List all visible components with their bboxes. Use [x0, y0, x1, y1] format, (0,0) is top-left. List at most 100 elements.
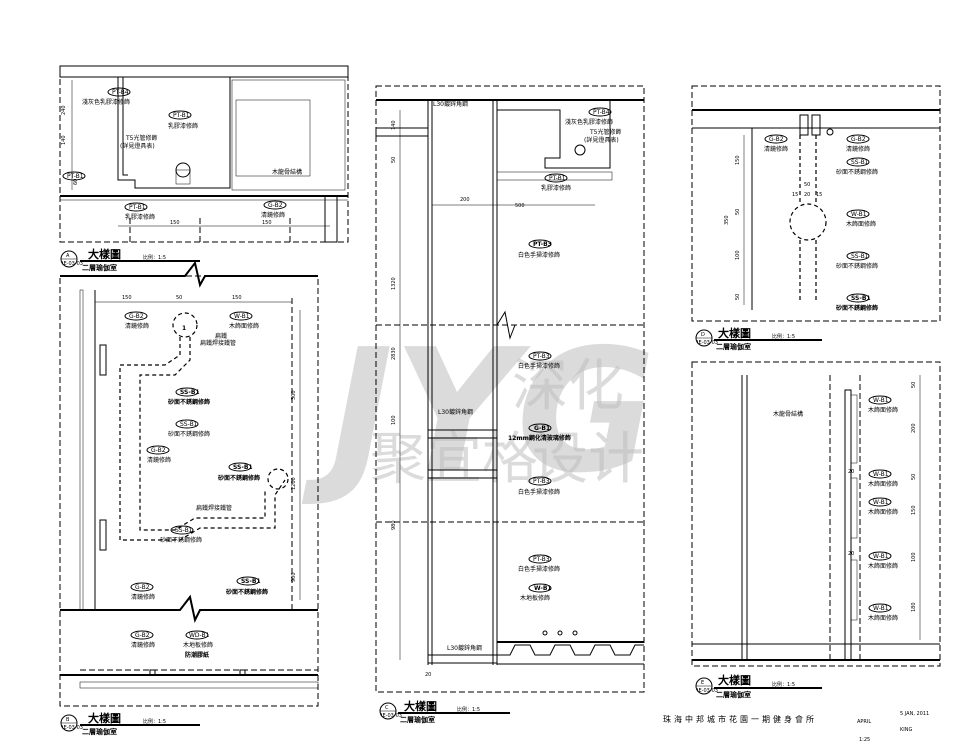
tag: SS-B1	[233, 464, 253, 471]
tag: W-B1	[873, 605, 889, 612]
panel-title: 大樣圖	[718, 326, 751, 340]
dim: 50	[176, 295, 182, 301]
dim: 100	[735, 250, 741, 260]
panel-subtitle: 二層瑜伽室	[82, 263, 117, 272]
label: 砂面不銹鋼修飾	[836, 168, 878, 176]
tag: SS-B1	[180, 389, 200, 396]
tag: PT-B3	[533, 353, 550, 360]
project-name: 珠海中邦城市花園一期健身會所	[663, 714, 817, 724]
dim: 150	[232, 295, 242, 301]
dim: 240	[61, 105, 67, 115]
label: 清鏡修飾	[131, 641, 155, 649]
watermark-cn-top: 深化	[512, 354, 624, 419]
label: 清鏡修飾	[846, 145, 870, 153]
dim: 140	[391, 120, 397, 130]
tag: PT-B1	[67, 173, 84, 180]
panel-marker: C	[385, 705, 389, 711]
label: 白色手掃漆修飾	[518, 251, 560, 259]
label: 砂面不銹鋼修飾	[160, 536, 202, 544]
tag: G-B2	[135, 584, 150, 591]
dim: 900	[291, 572, 297, 582]
panel-marker-ref: IE-03-03	[62, 261, 83, 267]
tag: W-B1	[873, 471, 889, 478]
tag: G-B1	[534, 425, 550, 432]
panel-marker: A	[66, 253, 70, 259]
tag: SS-B1	[851, 253, 869, 260]
dim: 50	[391, 157, 397, 163]
dim: 100	[391, 415, 397, 425]
panel-marker: B	[66, 717, 70, 723]
label: 木飾面修飾	[846, 220, 876, 228]
panel-scale: 比例：1:5	[457, 706, 480, 713]
panel-title: 大樣圖	[404, 699, 437, 713]
dim: 20	[848, 551, 854, 557]
dim: 50	[735, 209, 741, 215]
dim: 50	[804, 182, 810, 188]
label: 淺灰色乳膠漆修飾	[565, 118, 613, 126]
tag: SS-B1	[175, 527, 193, 534]
title-block: 珠海中邦城市花園一期健身會所 5 JAN, 2011 APRIL KING 1:…	[663, 711, 929, 743]
label: 12mm鋼化清玻璃修飾	[508, 434, 571, 442]
panel-a: 240 140 60 150 150 PT-B4 淺灰色乳膠漆修飾 PT-B1 …	[59, 65, 349, 272]
dim: 300	[291, 390, 297, 400]
label: 扁鐵	[215, 332, 227, 340]
panel-title: 大樣圖	[88, 247, 121, 261]
tag: W-B1	[873, 499, 889, 506]
tag: W-B1	[534, 585, 552, 592]
tag: G-B2	[129, 313, 144, 320]
dim: 980	[391, 520, 397, 530]
panel-scale: 比例：1:5	[143, 718, 166, 725]
tag: PT-B3	[533, 478, 550, 485]
tag: SS-B1	[851, 159, 869, 166]
drawn-by: KING	[900, 727, 912, 733]
month: APRIL	[857, 719, 871, 725]
dim: 150	[262, 220, 272, 226]
panel-marker-ref: IE-03-03	[697, 340, 718, 346]
tag: W-B1	[873, 397, 889, 404]
callout-number: 1	[182, 325, 186, 332]
label: 砂面不銹鋼修飾	[167, 398, 210, 406]
label: L30鍍鋅角鋼	[433, 100, 468, 108]
tag: PT-B3	[533, 556, 550, 563]
dim: 50	[911, 382, 917, 388]
label: 乳膠漆修飾	[168, 122, 198, 130]
label: 清鏡修飾	[125, 322, 149, 330]
tag: G-B2	[769, 136, 784, 143]
label: 白色手掃漆修飾	[518, 488, 560, 496]
dim: 200	[911, 423, 917, 433]
label: 砂面不銹鋼修飾	[836, 262, 878, 270]
panel-d: 150 350 50 100 50 50 15 20 15 G-B2 清鏡修飾 …	[691, 85, 941, 351]
tag: W-B1	[873, 553, 889, 560]
tag: PT-B1	[549, 175, 566, 182]
panel-c: 140 50 1320 2830 100 980 20 200 500 L30鍍…	[375, 85, 645, 724]
panel-scale: 比例：1:5	[772, 681, 795, 688]
label: 砂面不銹鋼修飾	[217, 474, 260, 482]
dim: 150	[735, 155, 741, 165]
label: 扁鐵焊接鐵管	[196, 504, 232, 512]
panel-subtitle: 二層瑜伽室	[716, 342, 751, 351]
panel-scale: 比例：1:5	[143, 254, 166, 261]
tag: SS-B1	[241, 578, 261, 585]
label: 砂面不銹鋼修飾	[168, 430, 210, 438]
dim: 2830	[391, 347, 397, 360]
sheet-scale: 1:25	[859, 737, 870, 743]
panel-title: 大樣圖	[88, 711, 121, 725]
dim: 200	[460, 197, 470, 203]
dim: 20	[848, 469, 854, 475]
dim: 150	[911, 505, 917, 515]
label: (詳見燈具表)	[584, 136, 619, 144]
label: 砂面不銹鋼修飾	[835, 304, 878, 312]
tag: PT-B4	[112, 89, 129, 96]
tag: PT-B1	[173, 112, 190, 119]
dim: 350	[724, 215, 730, 225]
label: 清鏡修飾	[764, 145, 788, 153]
panel-subtitle: 二層瑜伽室	[400, 715, 435, 724]
label: 清鏡修飾	[147, 456, 171, 464]
tag: PT-B3	[533, 241, 552, 248]
tag: G-B2	[135, 632, 150, 639]
label: T5光管修飾	[589, 128, 621, 136]
panel-marker-ref: IE-03-03	[381, 713, 402, 719]
tag: G-B2	[851, 136, 866, 143]
label: (詳見燈具表)	[120, 142, 155, 150]
